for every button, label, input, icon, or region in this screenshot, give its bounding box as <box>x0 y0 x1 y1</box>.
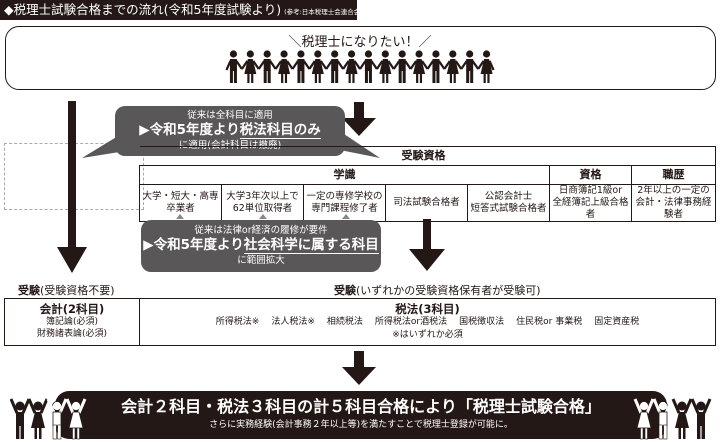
person-female-icon <box>240 50 260 83</box>
tax-subject: 固定資産税 <box>594 317 640 327</box>
pointer-tick <box>259 214 267 219</box>
callout-line3: に適用(会計科目は撤廃) <box>178 140 282 151</box>
accounting-subject: 簿記論(必須) <box>45 317 99 327</box>
exam-label-no-requirement: 受験(受験資格不要) <box>18 284 115 297</box>
qual-work-experience: 2年以上の一定の会計・法律事務経験者 <box>631 184 716 222</box>
title-text: ◆税理士試験合格までの流れ(令和5年度試験より) <box>4 2 282 17</box>
cheering-people-right-icon <box>633 398 712 440</box>
qual-bar-exam: 司法試験合格者 <box>385 184 468 222</box>
qual-cpa-short: 公認会計士短答式試験合格者 <box>467 184 550 222</box>
person-female-icon <box>477 50 495 83</box>
person-female-icon <box>409 50 429 83</box>
person-female-icon <box>308 50 328 83</box>
exam-subjects-box: 会計(2科目) 簿記論(必須) 財務諸表論(必須) 税法(3科目) 所得税法※ … <box>4 298 716 346</box>
group-academic: 学識 <box>139 165 550 185</box>
group-license: 資格 <box>549 165 632 185</box>
cheering-male-icon <box>690 398 712 439</box>
accounting-subjects: 会計(2科目) 簿記論(必須) 財務諸表論(必須) <box>5 299 140 345</box>
person-female-icon <box>443 50 463 83</box>
callout2-line1: 従来は法律or経済の履修が要件 <box>194 225 328 236</box>
tax-subject: 所得税法※ <box>215 317 260 327</box>
source-note: (参考:日本税理士会連合会) <box>284 8 363 16</box>
callout2-line2-prefix: ▶令和5年度より <box>143 237 244 253</box>
person-male-icon <box>392 50 412 83</box>
person-male-icon <box>257 50 277 83</box>
arrow-down-middle <box>409 219 445 271</box>
cheering-people-left-icon <box>10 398 87 440</box>
tax-subject: 所得税法or酒税法 <box>374 317 448 327</box>
person-male-icon <box>291 50 311 83</box>
cheering-male-icon <box>652 398 674 440</box>
cheering-male-icon <box>46 398 68 440</box>
callout2-line2-emphasis: 社会科学に属する科目 <box>243 237 379 254</box>
tax-note: ※はいずれか必須 <box>392 330 463 340</box>
callout-line2: ▶令和5年度より税法科目のみ <box>115 122 345 139</box>
people-row-icon <box>225 50 495 83</box>
callout2-line3: に範囲拡大 <box>237 255 285 266</box>
callout2-line2: ▶令和5年度より社会科学に属する科目 <box>141 237 381 254</box>
callout-line2-emphasis: 税法科目のみ <box>239 122 321 139</box>
person-female-icon <box>342 50 361 83</box>
person-male-icon <box>225 50 243 83</box>
callout-line2-prefix: ▶令和5年度より <box>139 122 240 138</box>
tax-subjects: 税法(3科目) 所得税法※ 法人税法※ 相続税法 所得税法or酒税法 国税徴収法… <box>140 299 715 345</box>
tax-subject: 相続税法 <box>326 317 363 327</box>
tax-subject: 法人税法※ <box>271 317 315 327</box>
arrow-down-top <box>342 102 376 136</box>
diagram-title: ◆税理士試験合格までの流れ(令和5年度試験より)(参考:日本税理士会連合会) <box>0 0 363 20</box>
accounting-title: 会計(2科目) <box>39 302 105 316</box>
accounting-subject: 財務諸表論(必須) <box>36 329 108 339</box>
callout-pointer-left <box>82 136 132 158</box>
arrow-down-bottom <box>342 351 376 385</box>
tax-subject: 住民税or 事業税 <box>516 317 583 327</box>
tax-subject-list: 所得税法※ 法人税法※ 相続税法 所得税法or酒税法 国税徴収法 住民税or 事… <box>140 316 715 329</box>
aspiration-text: ＼税理士になりたい！／ <box>288 35 432 50</box>
person-male-icon <box>426 50 446 83</box>
pointer-tick <box>176 214 184 219</box>
person-male-icon <box>325 50 345 83</box>
pointer-tick <box>342 214 350 219</box>
result-main-text: 会計２科目・税法３科目の計５科目合格により「税理士試験合格」 <box>121 397 601 416</box>
person-female-icon <box>274 50 294 83</box>
cheering-female-icon <box>633 398 655 440</box>
tax-title: 税法(3科目) <box>395 302 460 316</box>
callout-line1: 従来は全科目に適用 <box>187 110 273 121</box>
group-career: 職歴 <box>631 165 716 185</box>
arrow-down-left <box>57 101 87 273</box>
cheering-female-icon <box>65 398 87 440</box>
person-male-icon <box>460 50 480 83</box>
cheering-female-icon <box>27 398 49 439</box>
exam-label-with-requirement: 受験(いずれかの受験資格保有者が受験可) <box>334 284 541 297</box>
tax-subject: 国税徴収法 <box>459 317 505 327</box>
callout-social-science: 従来は法律or経済の履修が要件 ▶令和5年度より社会科学に属する科目 に範囲拡大 <box>141 220 381 272</box>
aspiration-box <box>5 26 716 90</box>
result-banner: 会計２科目・税法３科目の計５科目合格により「税理士試験合格」 さらに実務経験(会… <box>55 391 667 439</box>
person-female-icon <box>375 50 395 83</box>
cheering-female-icon <box>671 398 693 439</box>
qualification-title: 受験資格 <box>139 146 716 166</box>
result-sub-text: さらに実務経験(会計事務２年以上等)を満たすことで税理士登録が可能に。 <box>209 420 513 430</box>
person-male-icon <box>359 50 378 83</box>
cheering-male-icon <box>10 398 31 439</box>
